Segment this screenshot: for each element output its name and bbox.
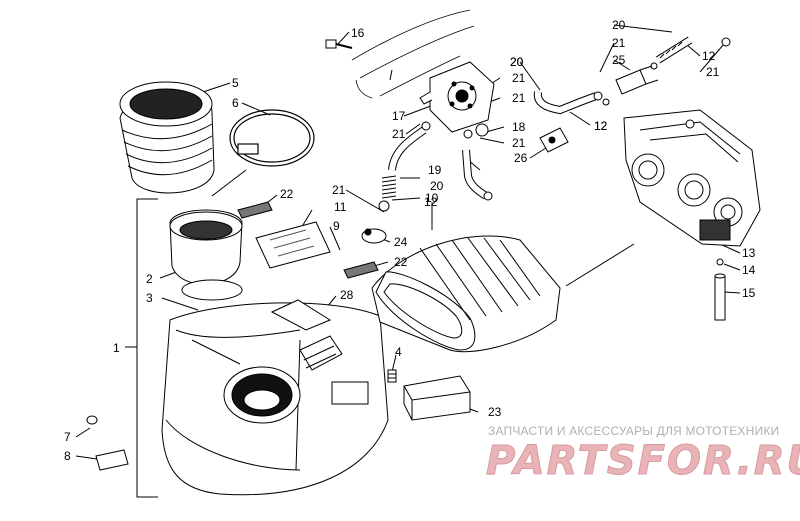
callout-18: 18 xyxy=(512,120,526,134)
callout-12a: 12 xyxy=(424,195,438,209)
hose-bracket xyxy=(539,127,569,153)
fuel-hoses xyxy=(388,36,693,200)
watermark-caption: ЗАПЧАСТИ И АКСЕССУАРЫ ДЛЯ МОТОТЕХНИКИ xyxy=(488,424,780,438)
hose-clamp xyxy=(229,109,315,167)
callout-10: 10 xyxy=(425,191,439,205)
callout-22b: 22 xyxy=(394,255,408,269)
callout-7: 7 xyxy=(64,430,71,444)
fitting xyxy=(475,123,489,137)
callout-17: 17 xyxy=(392,109,406,123)
callout-20a: 20 xyxy=(430,179,444,193)
fuel-filter xyxy=(615,65,659,95)
callout-11: 11 xyxy=(334,200,347,214)
callout-5: 5 xyxy=(232,76,239,90)
air-adapter xyxy=(169,209,243,301)
info-decal xyxy=(255,221,331,269)
label-decal xyxy=(237,201,379,279)
callout-23: 23 xyxy=(488,405,502,419)
callout-6: 6 xyxy=(232,96,239,110)
callout-21b: 21 xyxy=(512,91,526,105)
callout-9: 9 xyxy=(333,219,340,233)
callout-12d: 12 xyxy=(594,119,608,133)
callout-20c: 20 xyxy=(612,18,626,32)
drain-tube xyxy=(714,273,726,321)
callout-8: 8 xyxy=(64,449,71,463)
callout-3: 3 xyxy=(146,291,153,305)
callout-13: 13 xyxy=(742,246,756,260)
callout-26: 26 xyxy=(514,151,528,165)
callout-labels: 1 2 3 4 5 6 7 8 9 10 11 12 12 12 12 13 1… xyxy=(64,18,756,463)
callout-12b: 12 xyxy=(594,119,608,133)
callout-20b: 20 xyxy=(510,55,524,69)
carburetor-assembly xyxy=(623,109,761,247)
callout-21d: 21 xyxy=(512,136,526,150)
callout-1: 1 xyxy=(113,341,120,355)
hose-spring xyxy=(381,175,397,199)
frame-outline xyxy=(351,9,475,99)
callout-25: 25 xyxy=(612,53,626,67)
callout-15: 15 xyxy=(742,286,756,300)
callout-24: 24 xyxy=(394,235,408,249)
callout-21c: 21 xyxy=(392,127,406,141)
foam-block xyxy=(403,375,471,421)
callout-20d: 20 xyxy=(510,55,524,69)
clip-parts xyxy=(86,415,129,471)
callout-19: 19 xyxy=(428,163,442,177)
callout-4: 4 xyxy=(395,345,402,359)
intake-silencer xyxy=(371,235,561,353)
bolt xyxy=(325,39,353,49)
small-clamps xyxy=(378,37,731,266)
airbox xyxy=(161,299,389,496)
callout-22a: 22 xyxy=(280,187,294,201)
callout-21f: 21 xyxy=(612,36,626,50)
mounting-bracket xyxy=(299,335,343,371)
watermark-logo: PARTSFOR.RU xyxy=(485,438,800,485)
callout-16: 16 xyxy=(351,26,365,40)
small-clamp xyxy=(361,228,387,244)
callout-21g: 21 xyxy=(706,65,720,79)
callout-21a: 21 xyxy=(512,71,526,85)
callout-14: 14 xyxy=(742,263,756,277)
fuel-pump xyxy=(419,61,495,133)
intake-boot xyxy=(119,81,215,194)
callout-21e: 21 xyxy=(332,183,346,197)
callout-2: 2 xyxy=(146,272,153,286)
callout-12c: 12 xyxy=(702,49,716,63)
callout-28: 28 xyxy=(340,288,354,302)
screw xyxy=(387,369,397,383)
